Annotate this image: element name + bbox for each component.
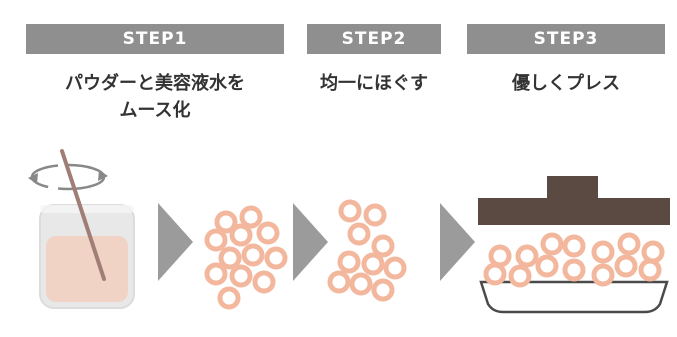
step1-header: STEP1 — [26, 24, 284, 54]
bead-icon — [204, 228, 228, 252]
bead-icon — [204, 262, 228, 286]
glass-rim — [40, 205, 134, 213]
step1-label: STEP1 — [122, 29, 188, 49]
bead-icon — [508, 264, 532, 288]
step2-label: STEP2 — [341, 29, 407, 49]
step3-header: STEP3 — [467, 24, 665, 54]
glass-icon — [39, 204, 135, 309]
bead-icon — [264, 246, 288, 270]
bead-icon — [241, 243, 265, 267]
bead-icon — [349, 272, 373, 296]
step1-description-line2: ムース化 — [119, 100, 191, 121]
bead-icon — [347, 222, 371, 246]
bead-icon — [614, 254, 638, 278]
chevron-arrow-icon — [293, 203, 328, 281]
bead-icon — [239, 205, 263, 229]
chevron-arrow-icon — [158, 203, 193, 281]
bead-group — [204, 199, 665, 310]
bead-icon — [535, 254, 559, 278]
bead-icon — [483, 262, 507, 286]
bead-icon — [562, 234, 586, 258]
bead-icon — [361, 252, 385, 276]
bead-icon — [217, 286, 241, 310]
step1-description: パウダーと美容液水を ムース化 — [26, 70, 284, 124]
bead-icon — [229, 223, 253, 247]
bead-icon — [256, 221, 280, 245]
step3-label: STEP3 — [533, 29, 599, 49]
step3-description: 優しくプレス — [467, 70, 665, 97]
bead-icon — [540, 232, 564, 256]
bead-icon — [252, 270, 276, 294]
bead-icon — [641, 240, 665, 264]
bead-icon — [371, 234, 395, 258]
chevron-arrow-icon — [440, 203, 475, 281]
step2-description-line1: 均一にほぐす — [320, 73, 428, 94]
step2-description: 均一にほぐす — [307, 70, 441, 97]
press-plate-icon — [478, 176, 670, 225]
bead-icon — [591, 263, 615, 287]
bead-icon — [337, 250, 361, 274]
bead-icon — [591, 240, 615, 264]
bead-icon — [562, 258, 586, 282]
bead-icon — [229, 264, 253, 288]
bead-icon — [371, 278, 395, 302]
bead-icon — [363, 203, 387, 227]
stir-stick-icon — [60, 149, 106, 281]
step2-header: STEP2 — [307, 24, 441, 54]
bead-icon — [617, 232, 641, 256]
bead-icon — [515, 244, 539, 268]
bead-icon — [327, 270, 351, 294]
bead-icon — [488, 244, 512, 268]
mousse-fill — [46, 236, 128, 302]
bead-icon — [218, 246, 242, 270]
bead-icon — [638, 258, 662, 282]
dish-icon — [479, 280, 669, 314]
bead-icon — [383, 256, 407, 280]
step1-description-line1: パウダーと美容液水を — [65, 73, 245, 94]
bead-icon — [338, 199, 362, 223]
step3-description-line1: 優しくプレス — [512, 73, 620, 94]
bead-icon — [214, 210, 238, 234]
